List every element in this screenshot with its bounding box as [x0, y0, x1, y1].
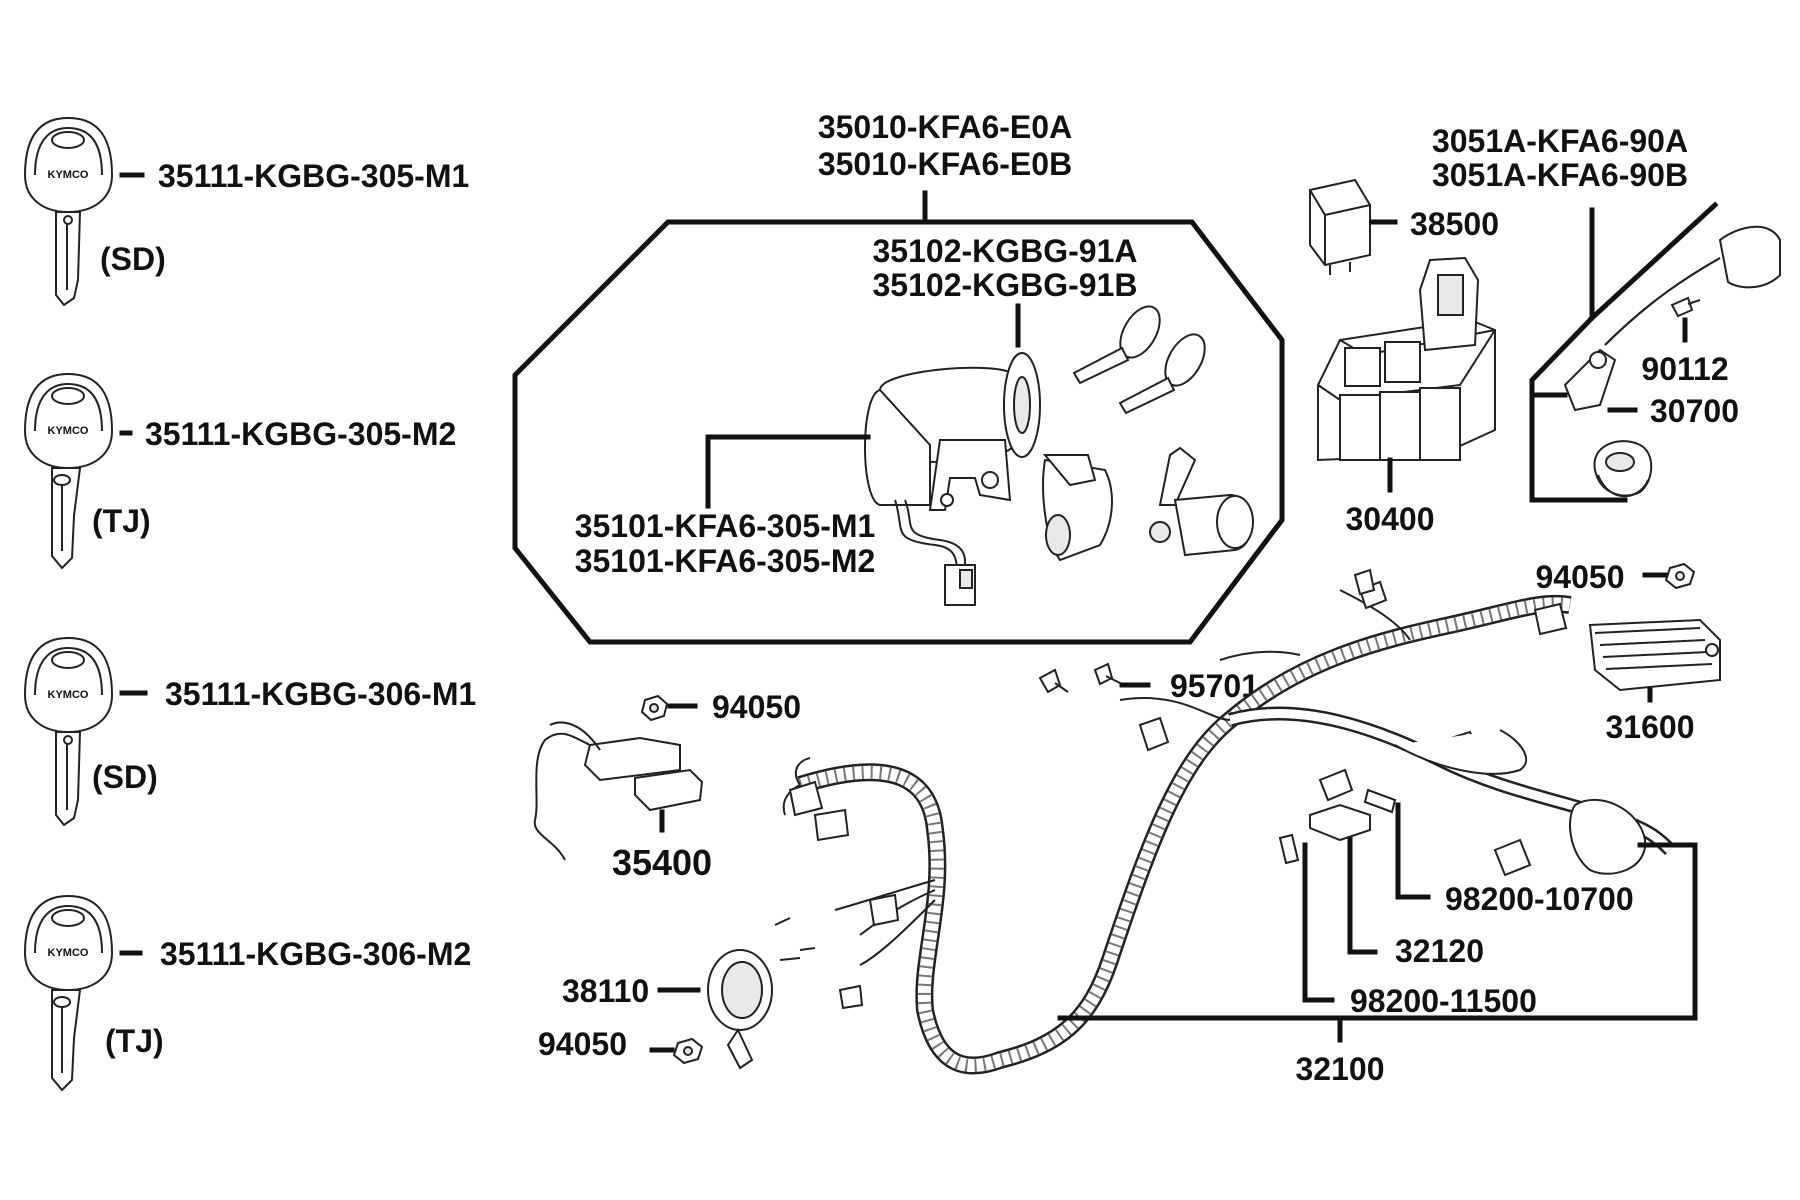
relay-part: 38500: [1410, 206, 1499, 242]
plug-cap-drawing: [1563, 225, 1781, 412]
sub-key-drawing-2: [1118, 333, 1206, 415]
lock-set-part-a: 35010-KFA6-E0A: [818, 109, 1072, 145]
key-3-part: 35111-KGBG-306-M1: [165, 676, 476, 712]
leader-harness-box: [1057, 842, 1698, 1021]
screw-drawing: [1038, 662, 1123, 694]
key-2-variant: (TJ): [92, 503, 151, 539]
nut-mid-part: 94050: [712, 689, 801, 725]
sub-key-part-b: 35102-KGBG-91B: [873, 267, 1138, 303]
sub-key-drawing-1: [1072, 305, 1161, 385]
bulb-a-drawing: [1363, 788, 1397, 814]
key-3: KYMCO: [23, 636, 114, 827]
key-2: KYMCO: [23, 372, 114, 570]
main-switch-part-b: 35101-KFA6-305-M2: [575, 543, 876, 579]
rectifier-unit-part: 35400: [612, 842, 712, 883]
cap-screw-drawing: [1670, 296, 1701, 318]
key-brand-logo: KYMCO: [48, 947, 89, 959]
nut-top-part: 94050: [1536, 559, 1625, 595]
horn-part: 38110: [562, 973, 649, 1009]
lock-set-group-outline: [512, 219, 1285, 645]
key-4-part: 35111-KGBG-306-M2: [160, 936, 471, 972]
plug-cap-part-b: 3051A-KFA6-90B: [1432, 157, 1688, 193]
main-switch-drawing: [864, 352, 1041, 606]
key-1-part: 35111-KGBG-305-M1: [158, 158, 469, 194]
bulb-b-part: 98200-11500: [1350, 983, 1537, 1019]
socket-part: 32120: [1395, 933, 1484, 969]
sub-key-part-a: 35102-KGBG-91A: [873, 233, 1138, 269]
plug-cap-part-a: 3051A-KFA6-90A: [1432, 123, 1688, 159]
regulator-drawing: [1588, 618, 1721, 692]
key-4: KYMCO: [23, 894, 114, 1092]
socket-drawing: [1309, 803, 1371, 842]
bulb-b-drawing: [1278, 833, 1300, 865]
key-1: KYMCO: [23, 116, 114, 307]
wire-harness-drawing: [774, 568, 1675, 1075]
seat-lock-drawing: [1042, 454, 1113, 562]
key-brand-logo: KYMCO: [48, 169, 89, 181]
horn-drawing: [707, 949, 773, 1070]
key-brand-logo: KYMCO: [48, 689, 89, 701]
cap-screw-part: 90112: [1641, 351, 1728, 387]
key-2-part: 35111-KGBG-305-M2: [145, 416, 456, 452]
key-3-variant: (SD): [92, 759, 158, 795]
fuel-lock-drawing: [1149, 446, 1254, 557]
nut-bottom-part: 94050: [538, 1026, 627, 1062]
rectifier-unit-drawing: [533, 721, 704, 861]
nut-mid-drawing: [640, 694, 669, 722]
regulator-part: 31600: [1606, 709, 1695, 745]
fuse-box-part: 30400: [1346, 501, 1435, 537]
leader-plug-cap-arm: [1588, 201, 1719, 322]
key-1-variant: (SD): [100, 241, 166, 277]
nut-bottom-drawing: [672, 1037, 704, 1065]
nut-top-drawing: [1664, 562, 1696, 590]
leader-plug-cap-group: [1529, 207, 1628, 503]
harness-part: 32100: [1296, 1051, 1385, 1087]
fuse-box-drawing: [1317, 256, 1496, 462]
bulb-a-part: 98200-10700: [1445, 881, 1634, 917]
cap-cover-drawing: [1593, 440, 1653, 498]
key-4-variant: (TJ): [105, 1023, 164, 1059]
key-brand-logo: KYMCO: [48, 425, 89, 437]
relay-drawing: [1309, 178, 1371, 275]
main-switch-part-a: 35101-KFA6-305-M1: [575, 508, 876, 544]
cap-cover-part: 30700: [1650, 393, 1739, 429]
lock-set-part-b: 35010-KFA6-E0B: [818, 146, 1072, 182]
